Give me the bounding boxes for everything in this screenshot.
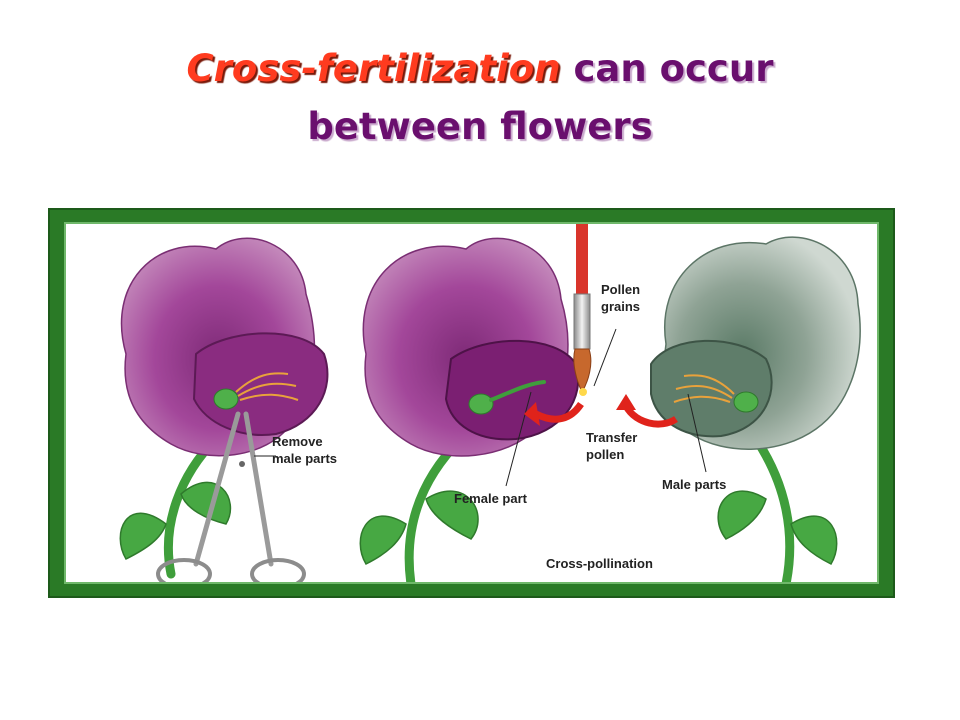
label-female-part: Female part	[454, 491, 528, 506]
flower-left-pistil	[213, 388, 239, 410]
flower-left-leaf-1	[119, 512, 167, 560]
flower-right-leaf-1	[790, 515, 838, 565]
arrow-right	[622, 404, 678, 428]
male-pointer	[687, 393, 707, 473]
title-line-2: between flowers	[307, 105, 653, 148]
label-male-parts: Male parts	[662, 477, 726, 492]
flower-middle-style	[489, 380, 546, 402]
title-rest: can occur	[560, 47, 774, 90]
figure-illustration: Remove male parts Female part	[119, 224, 861, 582]
figure-caption: Cross-pollination	[546, 556, 653, 571]
arrow-icon	[524, 394, 678, 428]
flower-middle	[359, 237, 580, 582]
label-transfer-line1: Transfer	[586, 430, 637, 445]
flower-right-stamens	[673, 374, 735, 403]
figure-panel: Remove male parts Female part	[64, 222, 879, 584]
label-pollen-line1: Pollen	[601, 282, 640, 297]
flower-right-leaf-2	[717, 490, 767, 540]
flower-left-leaf-2	[180, 481, 232, 525]
flower-left	[119, 237, 329, 579]
flower-middle-leaf-1	[359, 515, 407, 565]
flower-right	[650, 236, 861, 582]
pollen-pointer	[593, 328, 617, 387]
slide-title: Cross-fertilization can occur between fl…	[0, 40, 960, 156]
arrow-left	[534, 401, 584, 423]
flower-right-stem	[751, 434, 795, 582]
label-pollen-line2: grains	[601, 299, 640, 314]
flower-right-pistil	[733, 391, 759, 413]
female-pointer	[505, 391, 532, 487]
label-remove-line2: male parts	[272, 451, 337, 466]
flower-left-keel	[192, 332, 329, 436]
flower-middle-pistil	[468, 393, 494, 415]
paintbrush-icon	[573, 224, 592, 396]
cross-pollination-figure: Remove male parts Female part	[48, 208, 895, 598]
title-line-1: Cross-fertilization can occur	[0, 40, 960, 98]
label-remove-line1: Remove	[272, 434, 323, 449]
label-transfer-line2: pollen	[586, 447, 624, 462]
title-accent: Cross-fertilization	[186, 47, 561, 90]
flower-middle-leaf-2	[425, 490, 479, 540]
scissors-icon	[156, 411, 306, 582]
flower-left-stamens	[235, 372, 299, 401]
